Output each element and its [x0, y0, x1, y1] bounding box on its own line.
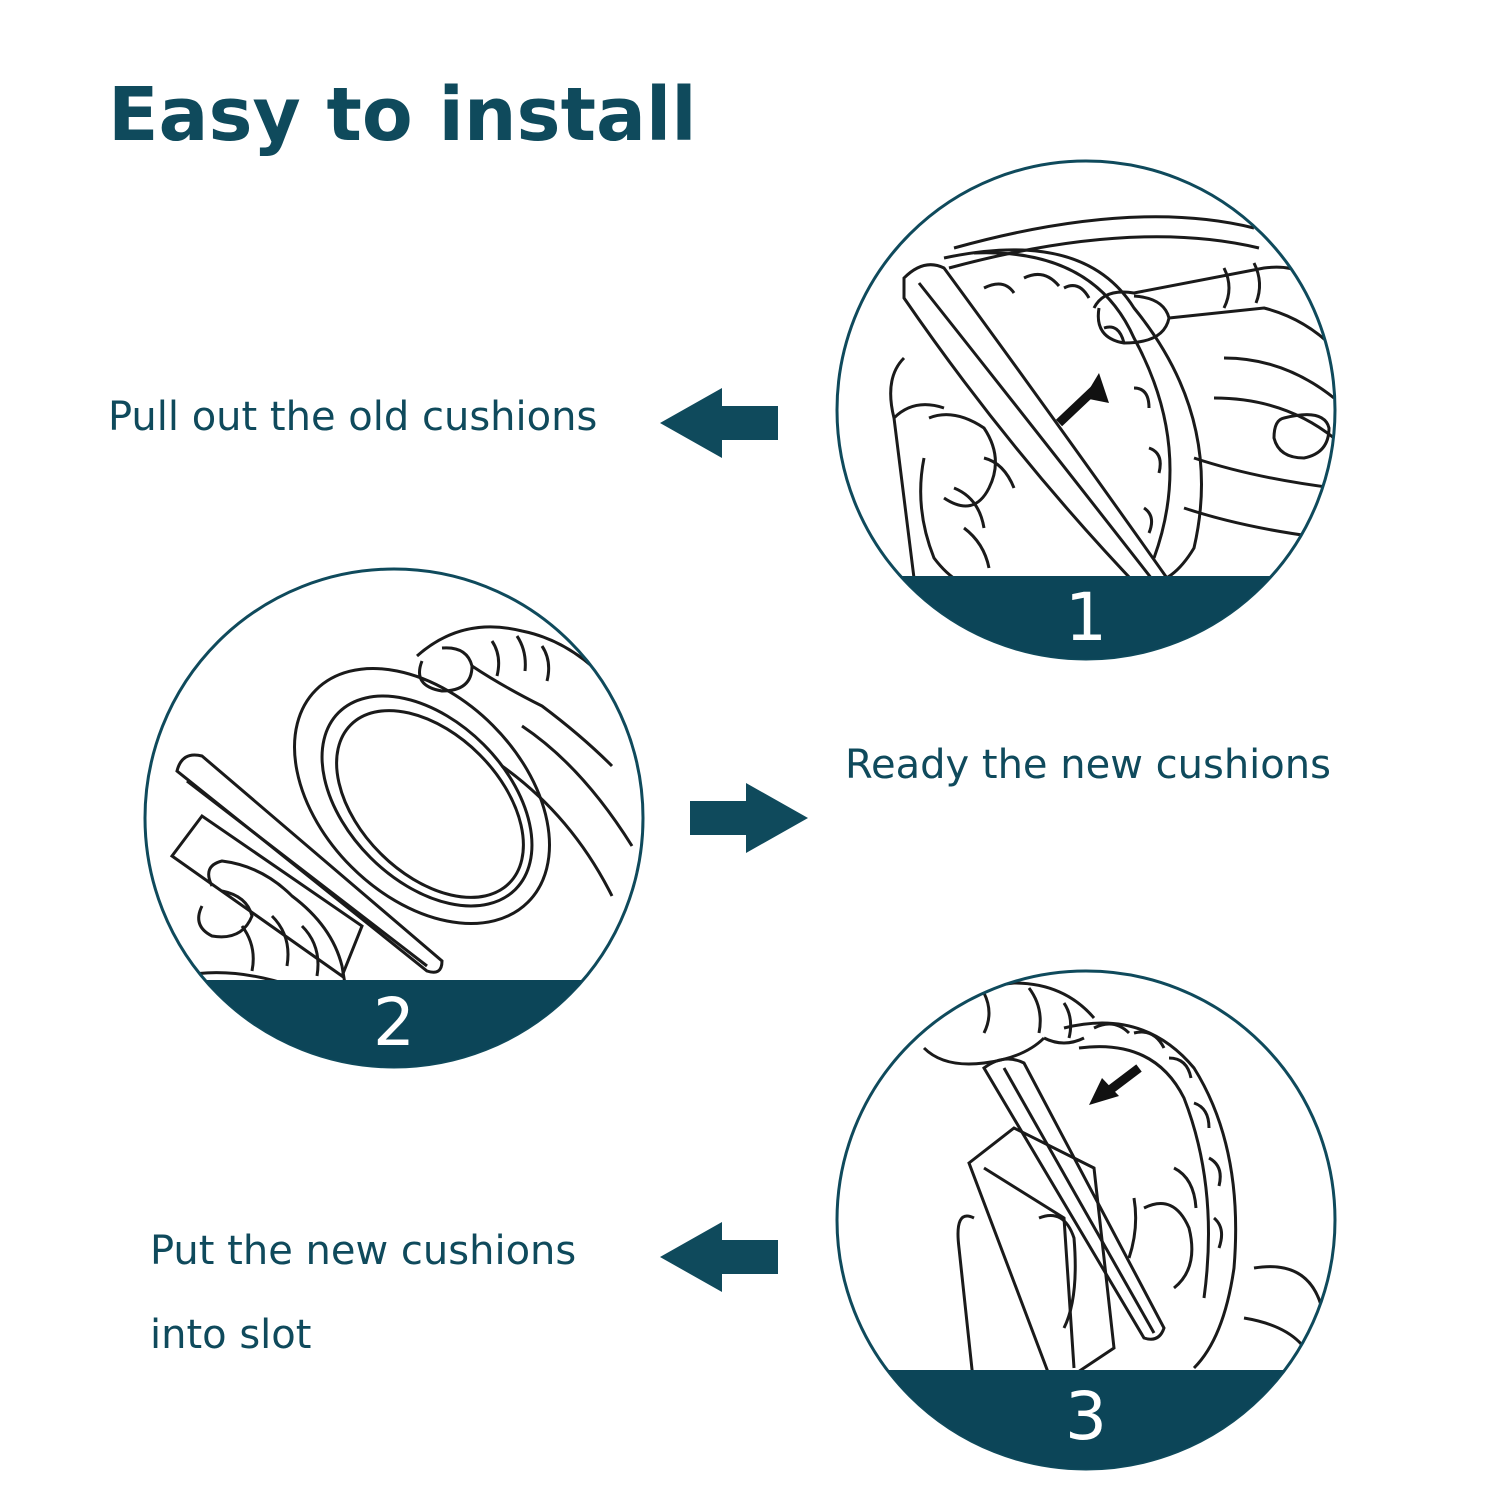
step-1-number: 1: [1065, 579, 1107, 656]
left-arrow-icon: [660, 388, 778, 458]
step-1-illustration: 1: [834, 158, 1338, 662]
page-title: Easy to install: [108, 72, 697, 158]
step-3-label-line-1: Put the new cushions: [150, 1228, 577, 1274]
step-3-label-line-2: into slot: [150, 1312, 312, 1358]
step-3-illustration: 3: [834, 968, 1338, 1472]
step-2-number: 2: [373, 984, 415, 1061]
left-arrow-icon: [660, 1222, 778, 1292]
right-arrow-icon: [690, 783, 808, 853]
step-1-label: Pull out the old cushions: [108, 394, 598, 440]
step-2-label: Ready the new cushions: [845, 742, 1331, 788]
step-3-number: 3: [1065, 1378, 1107, 1455]
step-2-illustration: 2: [142, 566, 646, 1070]
